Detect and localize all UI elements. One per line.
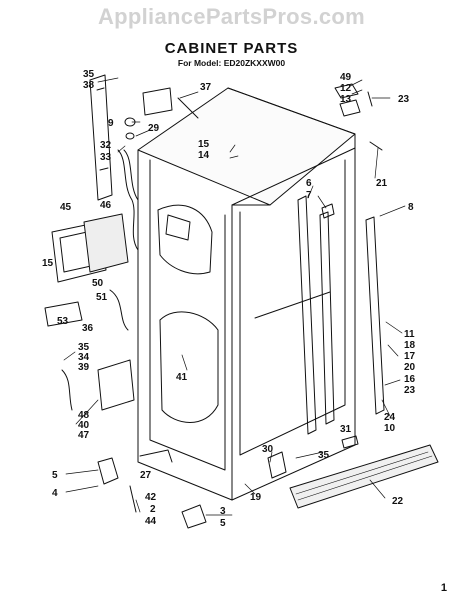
callout-label: 37 bbox=[200, 82, 212, 93]
callout-label: 11 bbox=[404, 329, 415, 340]
callout-label: 17 bbox=[404, 351, 416, 362]
callout-label: 30 bbox=[262, 444, 274, 455]
callout-label: 6 bbox=[306, 178, 312, 189]
callout-label: 2 bbox=[150, 504, 156, 515]
callout-label: 5 bbox=[52, 470, 58, 481]
trim-strips bbox=[297, 195, 385, 435]
callout-label: 46 bbox=[100, 200, 112, 211]
callout-label: 36 bbox=[82, 323, 94, 334]
callout-label: 19 bbox=[250, 492, 262, 503]
callout-labels: 35 38 37 9 29 32 33 45 46 15 50 51 53 36… bbox=[42, 69, 416, 529]
callout-label: 47 bbox=[78, 430, 90, 441]
callout-label: 12 bbox=[340, 83, 352, 94]
callout-label: 16 bbox=[404, 374, 416, 385]
callout-label: 34 bbox=[78, 352, 90, 363]
callout-label: 22 bbox=[392, 496, 404, 507]
callout-label: 27 bbox=[140, 470, 152, 481]
callout-label: 50 bbox=[92, 278, 104, 289]
diagram-title: CABINET PARTS bbox=[164, 40, 299, 57]
callout-label: 38 bbox=[83, 80, 95, 91]
callout-label: 23 bbox=[404, 385, 416, 396]
callout-label: 40 bbox=[78, 420, 90, 431]
callout-label: 39 bbox=[78, 362, 90, 373]
callout-label: 35 bbox=[83, 69, 95, 80]
callout-label: 45 bbox=[60, 202, 72, 213]
callout-label: 33 bbox=[100, 152, 112, 163]
hinge-parts bbox=[97, 83, 383, 529]
model-number: For Model: ED20ZKXXW00 bbox=[177, 58, 286, 68]
callout-label: 18 bbox=[404, 340, 416, 351]
leader-lines bbox=[63, 77, 406, 516]
callout-label: 14 bbox=[198, 150, 210, 161]
callout-label: 35 bbox=[78, 342, 90, 353]
callout-label: 31 bbox=[340, 424, 352, 435]
callout-label: 5 bbox=[220, 518, 226, 529]
callout-label: 29 bbox=[148, 123, 160, 134]
callout-label: 15 bbox=[198, 139, 210, 150]
callout-label: 15 bbox=[42, 258, 54, 269]
callout-label: 8 bbox=[408, 202, 414, 213]
callout-label: 35 bbox=[318, 450, 330, 461]
callout-label: 41 bbox=[176, 372, 188, 383]
callout-label: 48 bbox=[78, 410, 90, 421]
callout-label: 3 bbox=[220, 506, 226, 517]
callout-label: 23 bbox=[398, 94, 410, 105]
callout-label: 44 bbox=[145, 516, 157, 527]
callout-label: 32 bbox=[100, 140, 112, 151]
page-number: 1 bbox=[440, 582, 447, 594]
cabinet-body bbox=[137, 87, 356, 501]
callout-label: 51 bbox=[96, 292, 108, 303]
callout-label: 42 bbox=[145, 492, 157, 503]
callout-label: 7 bbox=[306, 190, 312, 201]
callout-label: 21 bbox=[376, 178, 388, 189]
callout-label: 13 bbox=[340, 94, 352, 105]
base-grille bbox=[267, 435, 439, 509]
watermark: AppliancePartsPros.com bbox=[97, 4, 366, 29]
dispenser-assembly bbox=[89, 74, 173, 251]
callout-label: 10 bbox=[384, 423, 396, 434]
light-module bbox=[44, 213, 135, 411]
callout-label: 49 bbox=[340, 72, 352, 83]
callout-label: 9 bbox=[108, 118, 114, 129]
callout-label: 20 bbox=[404, 362, 416, 373]
callout-label: 53 bbox=[57, 316, 69, 327]
callout-label: 4 bbox=[52, 488, 58, 499]
callout-label: 24 bbox=[384, 412, 396, 423]
